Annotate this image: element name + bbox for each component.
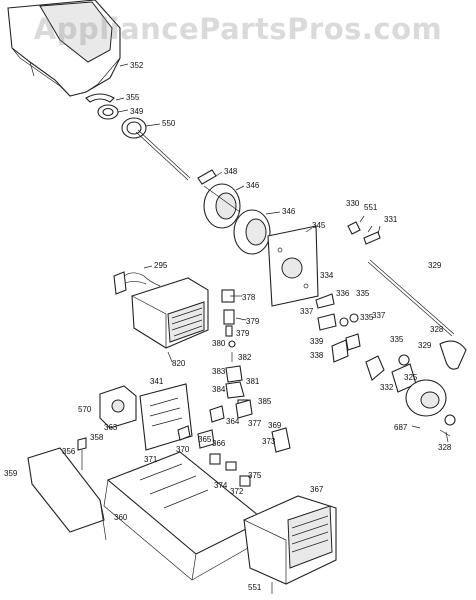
callout-346a: 346 <box>246 181 260 190</box>
callout-551b: 551 <box>248 583 262 592</box>
wiring-harness-295 <box>113 271 161 295</box>
callout-349: 349 <box>130 107 144 116</box>
callout-335b: 335 <box>360 313 374 322</box>
screw-358 <box>77 437 87 470</box>
callout-379b: 379 <box>236 329 250 338</box>
callout-373: 373 <box>262 437 276 446</box>
callout-331: 331 <box>384 215 398 224</box>
callout-364: 364 <box>226 417 240 426</box>
leader-lines <box>115 63 421 429</box>
callout-332: 332 <box>380 383 394 392</box>
callout-380: 380 <box>212 339 226 348</box>
callout-375: 375 <box>248 471 262 480</box>
control-board-341 <box>139 383 193 451</box>
callout-339: 339 <box>310 337 324 346</box>
callout-325: 325 <box>404 373 418 382</box>
callout-337b: 337 <box>372 311 386 320</box>
callout-337a: 337 <box>300 307 314 316</box>
callout-377: 377 <box>248 419 262 428</box>
callout-687: 687 <box>394 423 408 432</box>
mounting-plate-345 <box>267 225 319 307</box>
callout-329a: 329 <box>428 261 442 270</box>
callout-329b: 329 <box>418 341 432 350</box>
callout-363: 363 <box>104 423 118 432</box>
callout-820: 820 <box>172 359 186 368</box>
callout-383: 383 <box>212 367 226 376</box>
switch-parts-column <box>221 289 249 413</box>
ice-bucket-part <box>7 0 121 97</box>
callout-336: 336 <box>336 289 350 298</box>
callout-341: 341 <box>150 377 164 386</box>
callout-551a: 551 <box>364 203 378 212</box>
auger-assembly <box>85 93 191 181</box>
ice-maker-body-820 <box>131 277 209 349</box>
callout-366: 366 <box>212 439 226 448</box>
callout-352: 352 <box>130 61 144 70</box>
callout-330: 330 <box>346 199 360 208</box>
callout-385: 385 <box>258 397 272 406</box>
callout-384: 384 <box>212 385 226 394</box>
callout-371: 371 <box>144 455 158 464</box>
small-hardware-top-right <box>347 221 381 245</box>
callout-550: 550 <box>162 119 176 128</box>
callout-369: 369 <box>268 421 282 430</box>
front-cover-367 <box>243 495 337 585</box>
rod-329 <box>367 261 453 337</box>
callout-379a: 379 <box>246 317 260 326</box>
callout-346b: 346 <box>282 207 296 216</box>
callout-381: 381 <box>246 377 260 386</box>
callout-378: 378 <box>242 293 256 302</box>
callout-359: 359 <box>4 469 18 478</box>
callout-328a: 328 <box>430 325 444 334</box>
small-parts-center <box>177 399 291 487</box>
callout-356: 356 <box>62 447 76 456</box>
callout-labels: 352 355 349 550 348 346 346 345 330 551 … <box>4 61 452 592</box>
callout-374: 374 <box>214 481 228 490</box>
callout-570: 570 <box>78 405 92 414</box>
callout-372: 372 <box>230 487 244 496</box>
cam-gear-assembly <box>315 293 456 443</box>
callout-334: 334 <box>320 271 334 280</box>
callout-335a: 335 <box>356 289 370 298</box>
callout-295: 295 <box>154 261 168 270</box>
callout-358: 358 <box>90 433 104 442</box>
motor-570 <box>99 385 137 429</box>
callout-345: 345 <box>312 221 326 230</box>
callout-367: 367 <box>310 485 324 494</box>
callout-338: 338 <box>310 351 324 360</box>
crank-328 <box>439 340 467 370</box>
base-tray-360 <box>103 451 266 581</box>
callout-370: 370 <box>176 445 190 454</box>
callout-360: 360 <box>114 513 128 522</box>
callout-355: 355 <box>126 93 140 102</box>
callout-382: 382 <box>238 353 252 362</box>
auger-shaft-parts <box>197 169 271 255</box>
callout-365: 365 <box>198 435 212 444</box>
callout-328b: 328 <box>438 443 452 452</box>
callout-335c: 335 <box>390 335 404 344</box>
side-panel-359 <box>27 447 107 541</box>
callout-348: 348 <box>224 167 238 176</box>
